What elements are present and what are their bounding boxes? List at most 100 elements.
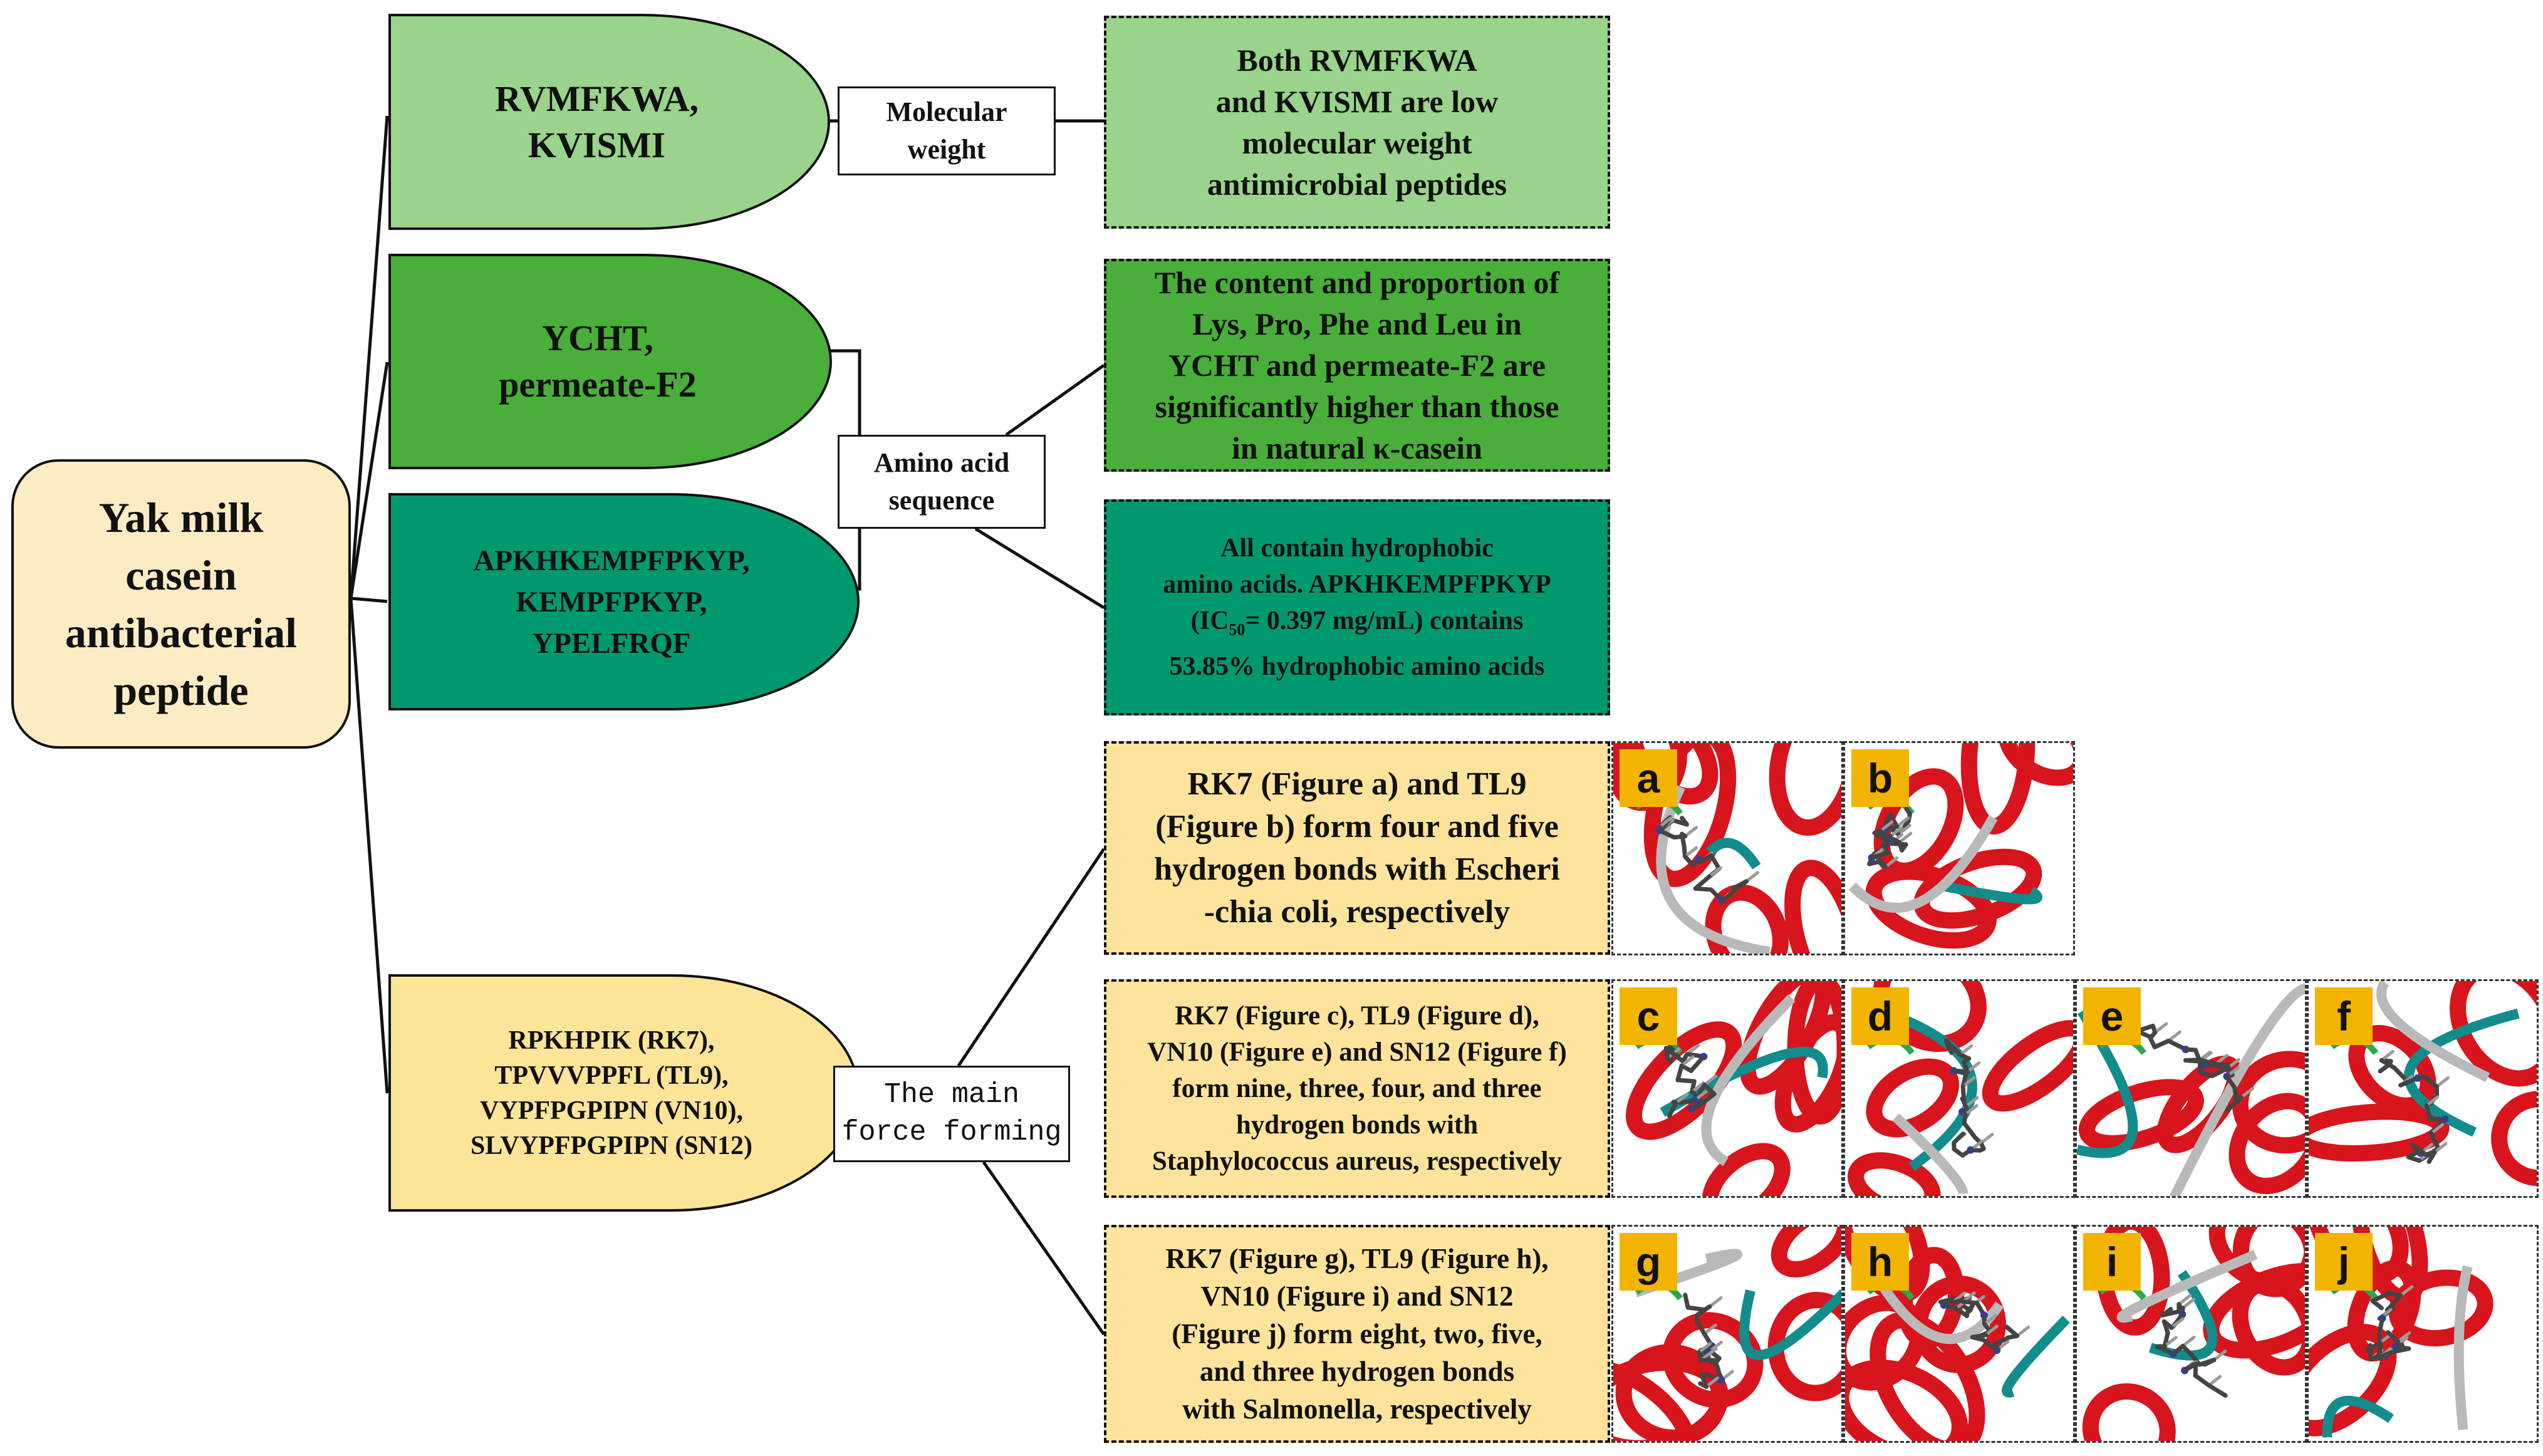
ligand-bond [2379, 1049, 2395, 1062]
docking-image-a: a [1611, 741, 1843, 955]
desc-line: 53.85% hydrophobic amino acids [1169, 652, 1545, 681]
sheet-ribbon [1892, 1113, 1968, 1195]
root-line: Yak milk [98, 494, 264, 541]
ligand-bond [1708, 853, 1722, 871]
ligand-bond [1745, 871, 1760, 883]
sheet-ribbon [1848, 814, 1998, 913]
ligand-bond [1695, 1304, 1712, 1318]
connector-root-branches [349, 115, 389, 1094]
desc-line: VN10 (Figure i) and SN12 [1200, 1281, 1514, 1312]
ligand-bond [2177, 1294, 2192, 1306]
ligand-bond [2163, 1336, 2178, 1348]
desc-line-ic50: (IC50= 0.397 mg/mL) contains [1191, 603, 1524, 648]
ligand-bond [2370, 1291, 2392, 1303]
molecule-image [2309, 981, 2537, 1187]
ligand-bond [2410, 1143, 2428, 1157]
branch-line: APKHKEMPFPKYP, [473, 544, 750, 577]
ligand-bond [2181, 1297, 2196, 1310]
ligand-bond [1705, 1376, 1720, 1388]
desc-line: VN10 (Figure e) and SN12 (Figure f) [1147, 1037, 1567, 1067]
root-line: peptide [113, 667, 249, 714]
ligand-bond [2435, 1076, 2450, 1088]
panel-tag: d [1851, 987, 1909, 1045]
branch-line: YCHT, [542, 318, 653, 358]
ligand-bond [1960, 1299, 1979, 1306]
desc-line: hydrogen bonds with [1235, 1110, 1479, 1140]
sheet-ribbon [2404, 1008, 2520, 1137]
ligand-bond [1963, 1104, 1979, 1116]
ligand-bond [1708, 1340, 1723, 1353]
label-main-force: The main force forming [833, 1066, 1070, 1162]
ligand-bond [2425, 1095, 2440, 1108]
helix-ribbon [2388, 1269, 2494, 1347]
label-line: force forming [841, 1116, 1062, 1148]
helix-ribbon [1870, 1311, 1985, 1441]
desc-line: YCHT and permeate-F2 are [1168, 348, 1546, 383]
ligand-bond [2180, 1343, 2195, 1358]
panel-tag: j [2315, 1233, 2373, 1291]
desc-hydrophobic: All contain hydrophobic amino acids. APK… [1104, 499, 1610, 715]
helix-ribbon [1845, 1360, 1968, 1441]
sheet-ribbon [2169, 983, 2305, 1196]
ligand-bond [1943, 1038, 1963, 1057]
connector-label3-desc6 [982, 1161, 1106, 1336]
docking-image-c: c [1611, 979, 1843, 1198]
desc-line: RK7 (Figure c), TL9 (Figure d), [1175, 1001, 1539, 1031]
branch-line: VYPFPGPIPN (VN10), [480, 1096, 743, 1125]
ligand-bond [2153, 1022, 2168, 1034]
ligand-bond [2376, 1349, 2395, 1360]
label-line: weight [907, 134, 986, 165]
ligand-bond [2399, 1285, 2414, 1297]
ligand-bond [1683, 846, 1698, 858]
molecule-image [1625, 981, 1841, 1196]
helix-ribbon [1873, 768, 1964, 879]
helix-ribbon [1769, 743, 1841, 836]
ligand-bond [1688, 1054, 1706, 1073]
desc-line: All contain hydrophobic [1220, 534, 1494, 563]
desc-amino-acid-content: The content and proportion of Lys, Pro, … [1104, 259, 1610, 472]
ligand-bond [1898, 831, 1913, 844]
branch-line: RVMFKWA, [495, 78, 699, 119]
molecule-image [1848, 743, 2073, 949]
ligand-bond [1882, 832, 1893, 839]
ligand-bond [1703, 1074, 1718, 1087]
label-line: The main [883, 1079, 1020, 1111]
helix-ribbon [2228, 1093, 2305, 1195]
desc-line: form nine, three, four, and three [1172, 1073, 1542, 1103]
desc-line: in natural κ-casein [1232, 430, 1482, 465]
panel-tag: e [2083, 987, 2141, 1045]
docking-image-h: h [1843, 1225, 2075, 1443]
sheet-ribbon [2116, 1250, 2258, 1323]
sheet-ribbon [1938, 880, 2043, 905]
docking-image-e: e [2075, 979, 2307, 1198]
ligand-bond [1964, 1096, 1979, 1108]
helix-ribbon [1866, 1058, 1960, 1138]
ligand-bond [1707, 866, 1722, 878]
ligand-bond [1690, 1081, 1705, 1094]
ligand-bond [1983, 1314, 1998, 1326]
ligand-bond [2239, 1087, 2254, 1100]
branch-line: TPVVVPPFL (TL9), [494, 1061, 729, 1090]
helix-ribbon [1998, 743, 2073, 786]
ligand-bond [1697, 1342, 1712, 1355]
label-line: Amino acid [873, 447, 1010, 478]
label-line: Molecular [886, 96, 1007, 127]
ligand-bond [2207, 1375, 2222, 1387]
desc-line: Lys, Pro, Phe and Leu in [1192, 306, 1522, 341]
ligand-bond [1961, 1076, 1976, 1088]
branch-line: YPELFRQF [532, 627, 691, 660]
ligand-bond [1675, 1078, 1697, 1084]
ligand-bond [1896, 824, 1911, 836]
ligand-bond [2004, 1324, 2020, 1338]
ligand-bond [2423, 1074, 2439, 1089]
ligand-bond [1683, 826, 1698, 838]
docking-image-f: f [2307, 979, 2539, 1198]
helix-ribbon [2450, 981, 2537, 1087]
ligand-bond [1658, 816, 1673, 829]
ligand-bond [2224, 1074, 2237, 1090]
desc-line: The content and proportion of [1154, 265, 1560, 300]
desc-line: amino acids. APKHKEMPFPKYP [1163, 570, 1551, 600]
ligand-bond [1702, 1323, 1717, 1336]
panel-tag: c [1620, 987, 1677, 1045]
